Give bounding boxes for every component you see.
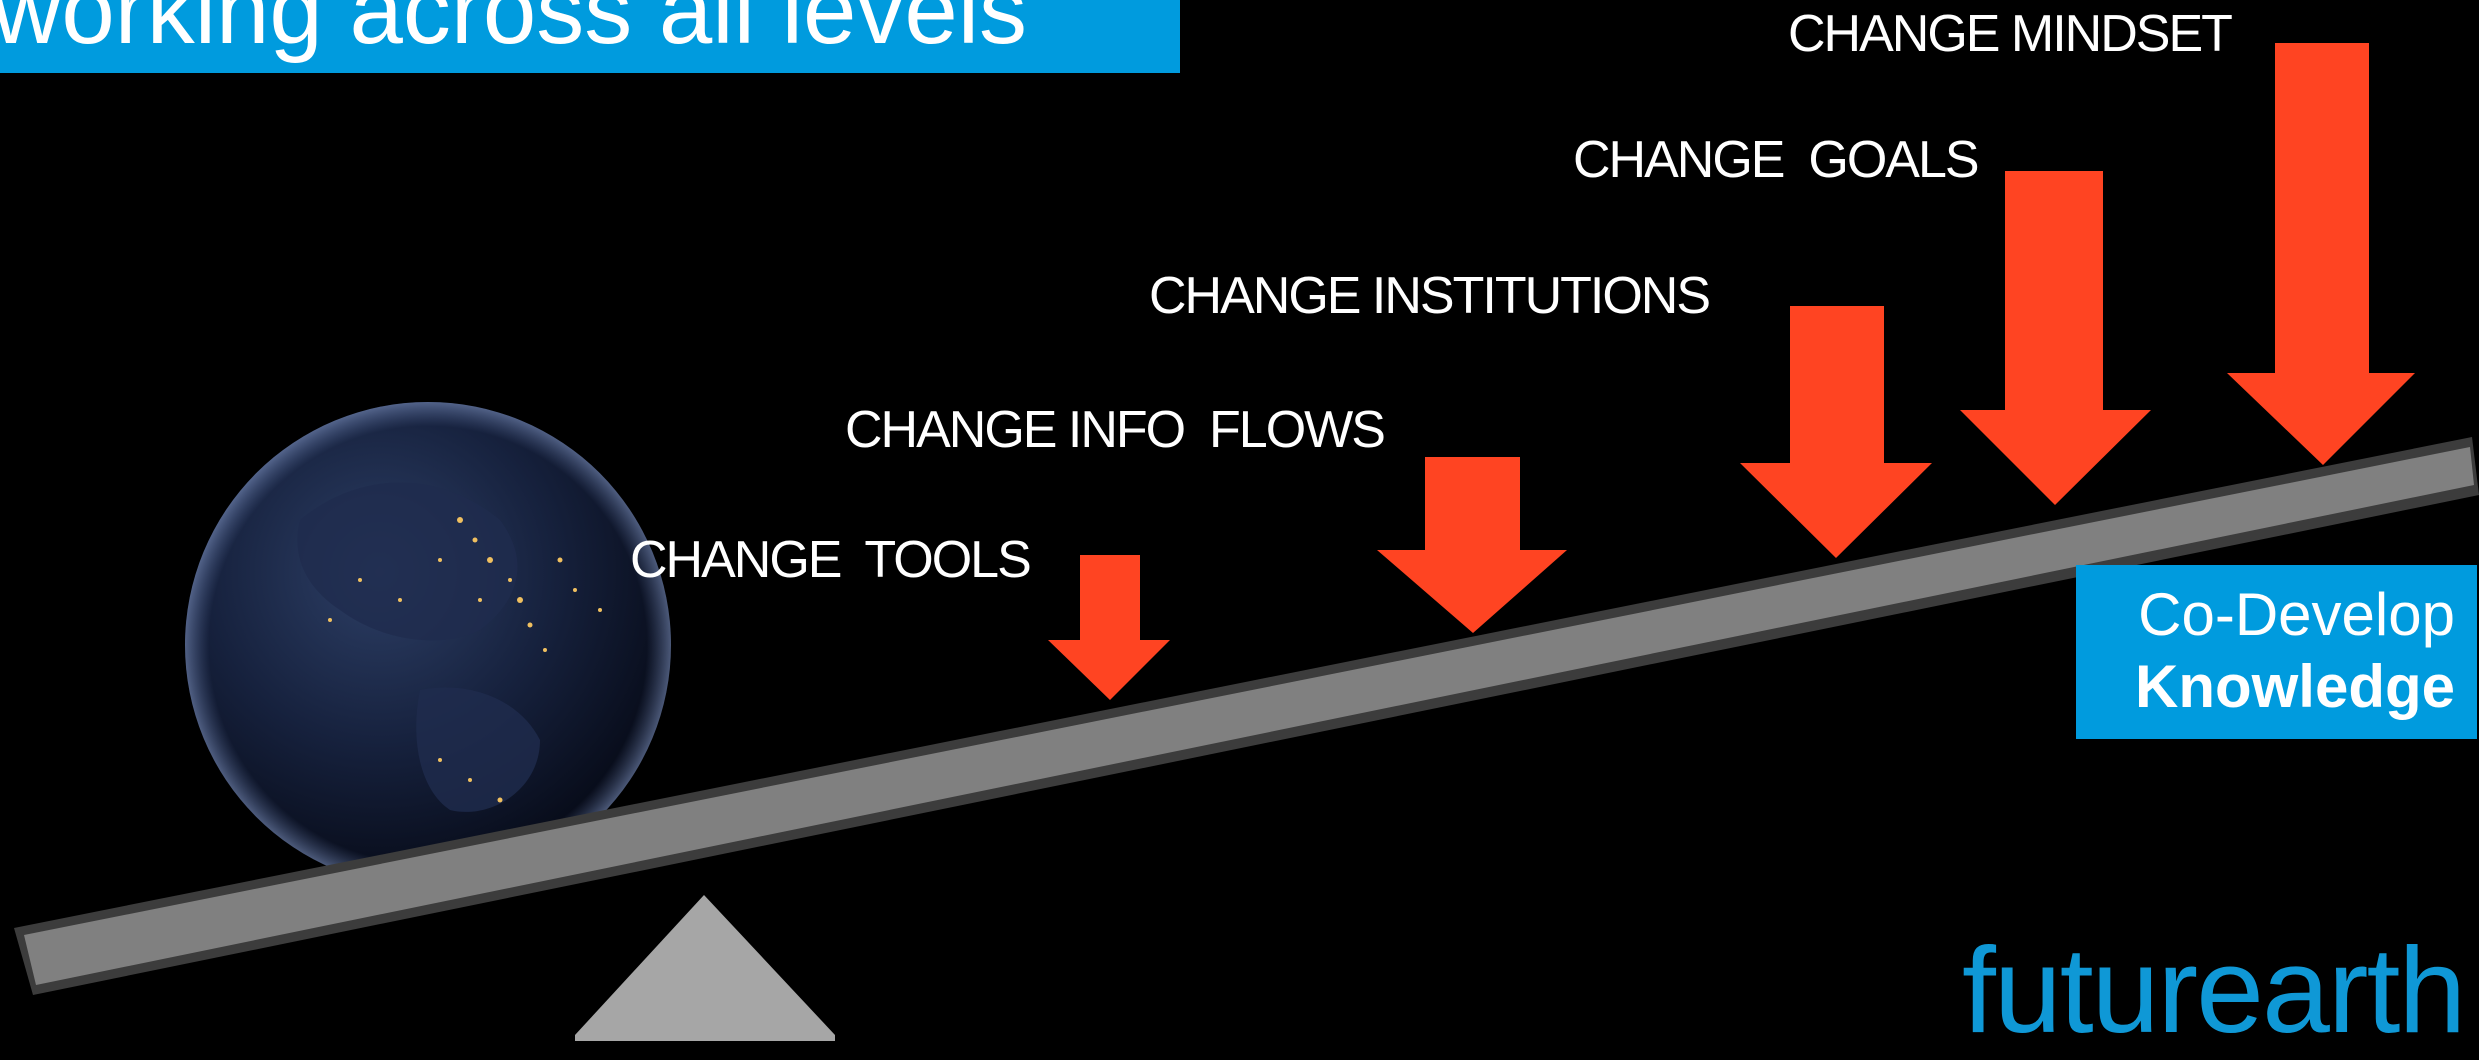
label-change-info-flows: CHANGE INFO FLOWS xyxy=(845,401,1386,459)
label-change-mindset: CHANGE MINDSET xyxy=(1788,5,2233,63)
futurearth-logo: futurearth xyxy=(1962,922,2466,1058)
arrow-mindset-icon xyxy=(2227,43,2415,465)
arrow-goals-icon xyxy=(1960,171,2151,505)
arrow-institutions-icon xyxy=(1740,306,1932,558)
label-change-institutions: CHANGE INSTITUTIONS xyxy=(1149,267,1711,325)
arrow-info-flows-icon xyxy=(1377,457,1567,633)
arrow-tools-icon xyxy=(1048,555,1170,700)
earth-globe-icon xyxy=(185,402,671,888)
fulcrum-icon xyxy=(575,895,835,1041)
page-title: working across all levels xyxy=(0,0,1028,64)
label-change-tools: CHANGE TOOLS xyxy=(630,531,1032,589)
co-develop-knowledge-callout: Co-Develop Knowledge xyxy=(2076,565,2477,739)
title-banner: working across all levels xyxy=(0,0,1180,73)
callout-line1: Co-Develop xyxy=(2138,581,2455,648)
label-change-goals: CHANGE GOALS xyxy=(1573,131,1980,189)
callout-line2: Knowledge xyxy=(2134,653,2455,720)
